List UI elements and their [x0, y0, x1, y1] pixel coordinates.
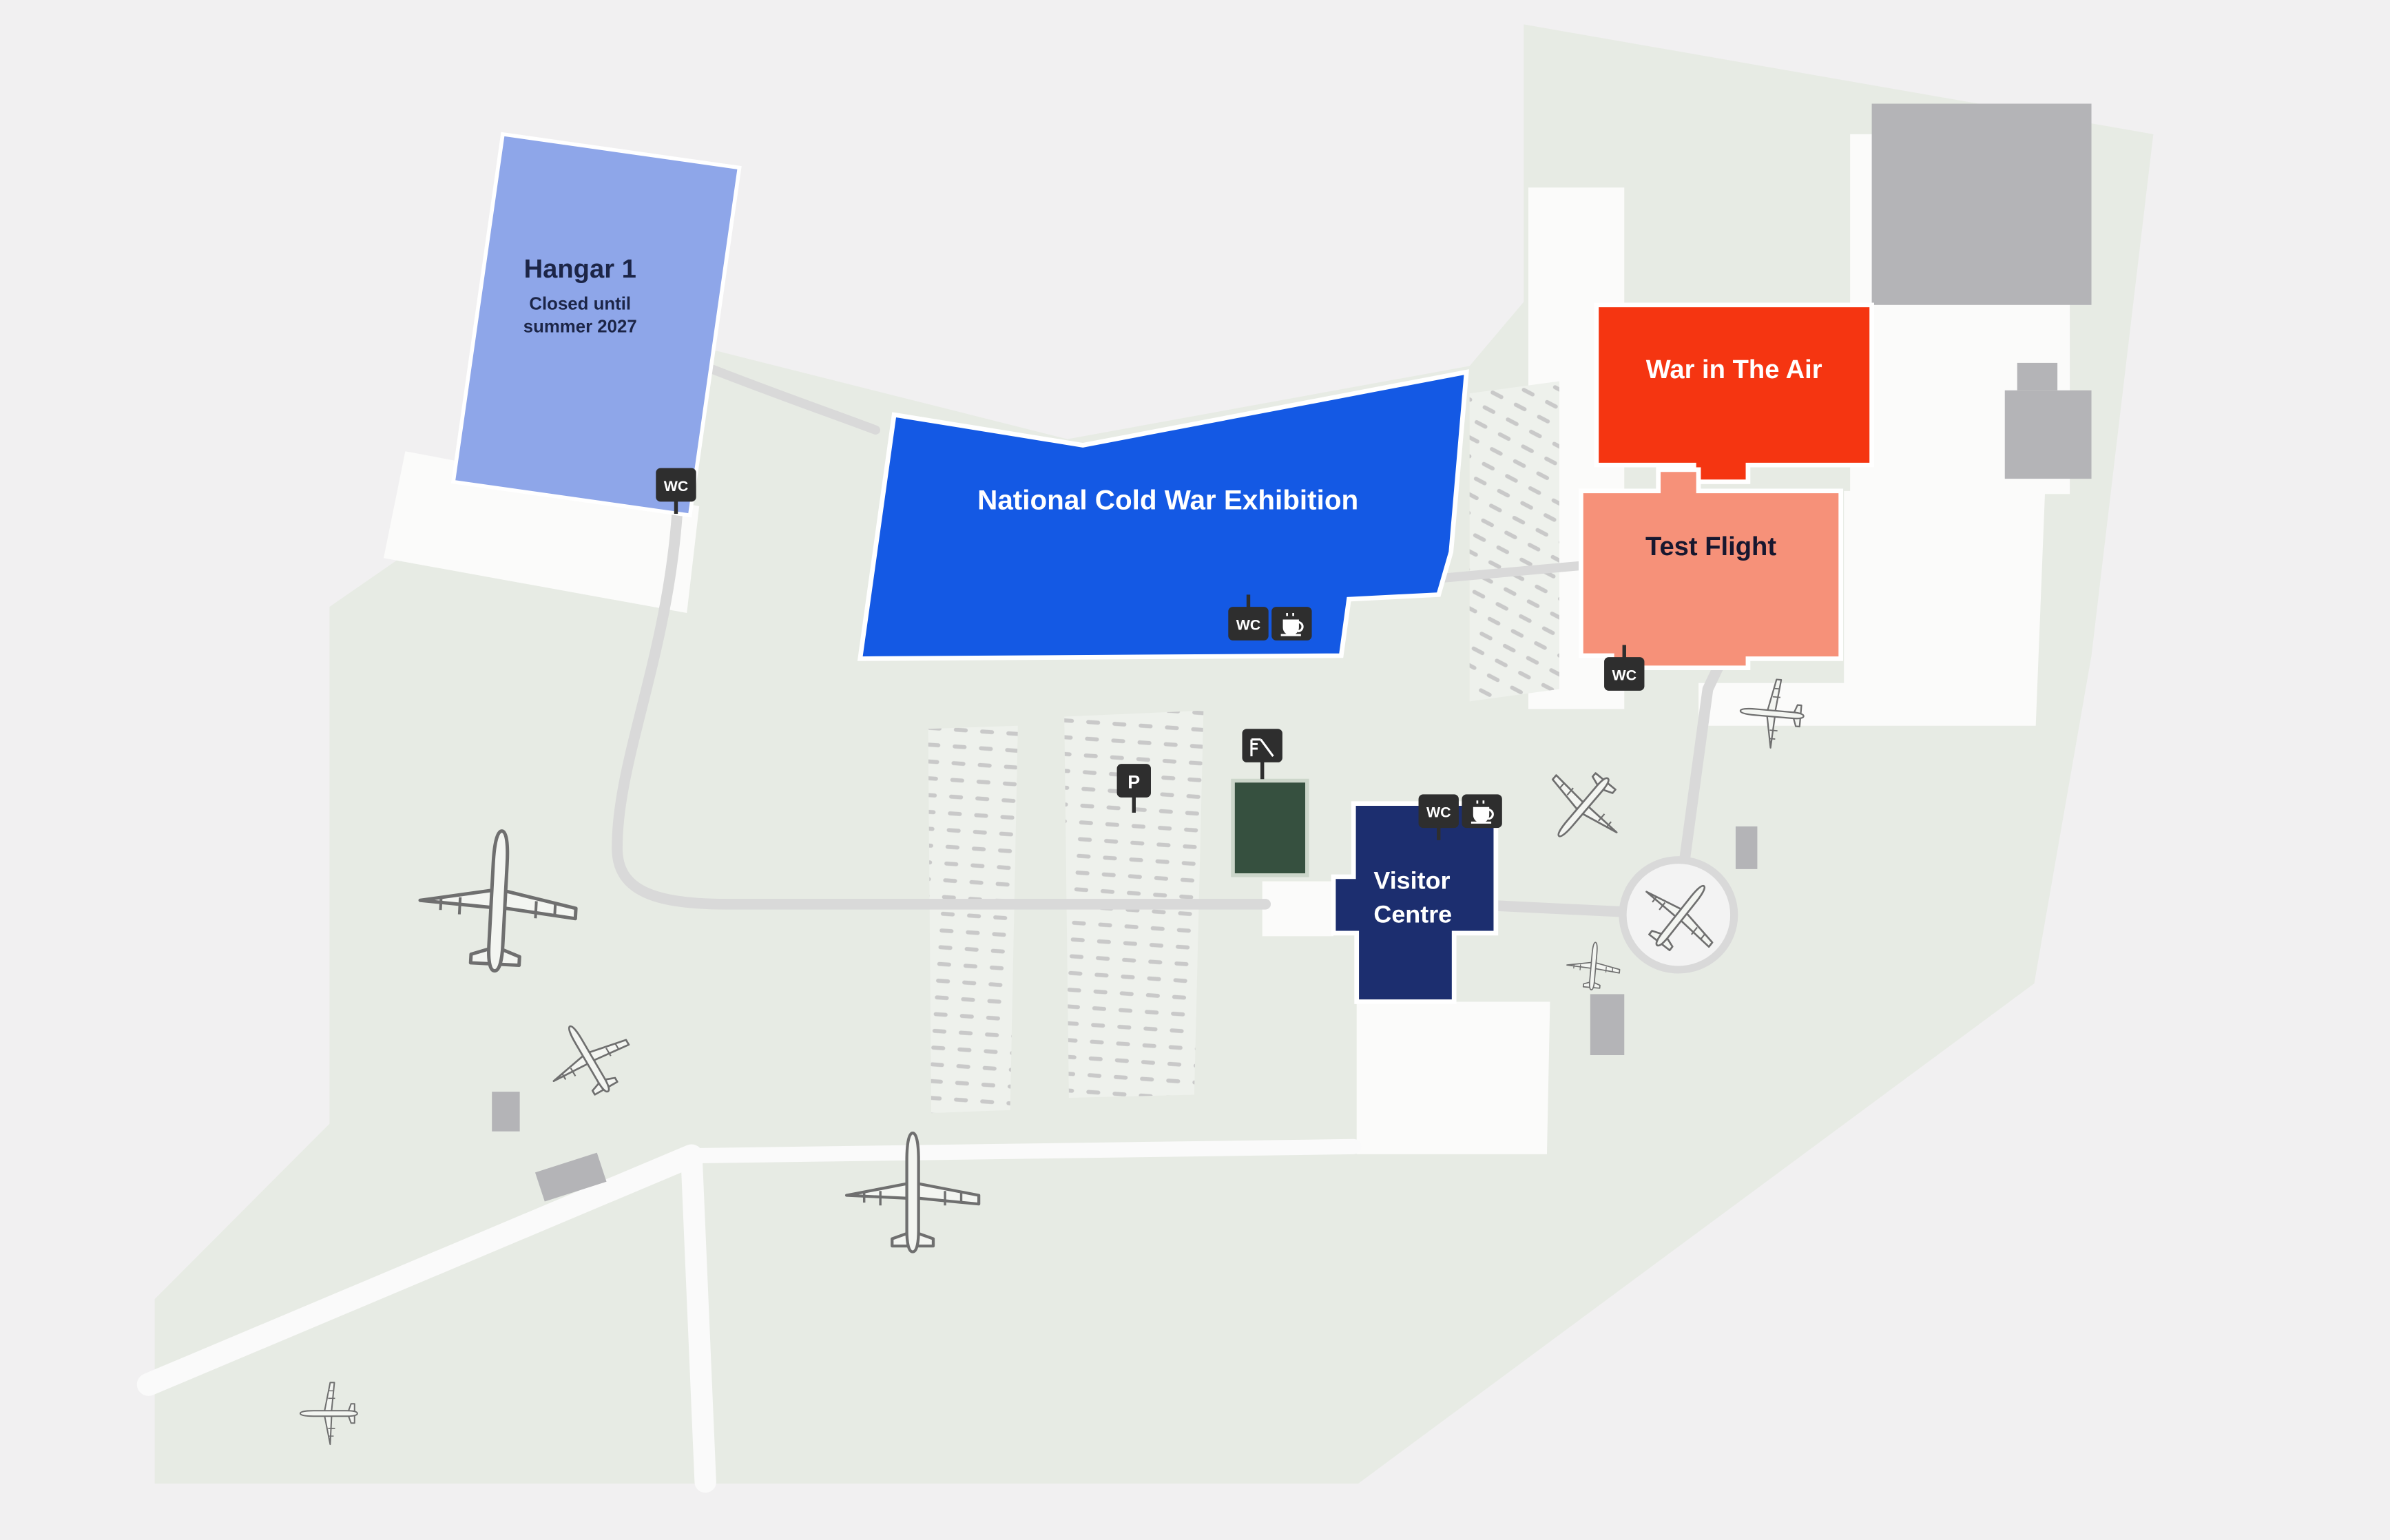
ncwe-label: National Cold War Exhibition	[977, 485, 1358, 516]
visitor-centre-forecourt	[1356, 1001, 1550, 1154]
footpath-hangar-north	[699, 361, 880, 435]
svg-text:WC: WC	[1236, 617, 1261, 633]
playground-icon	[1242, 729, 1282, 780]
gray-building-large	[1871, 103, 2092, 305]
south-road	[680, 1145, 716, 1493]
war-in-the-air-building: War in The Air	[1594, 302, 1874, 484]
gray-building-small	[2004, 390, 2092, 479]
test-flight-building: Test Flight	[1578, 467, 1844, 670]
path-junction-pad	[1262, 881, 1334, 937]
parking-icon: P	[1116, 764, 1151, 813]
svg-text:WC: WC	[664, 479, 689, 495]
ncwe-building: National Cold War Exhibition	[857, 369, 1469, 661]
wc-icon: WC	[1418, 794, 1459, 840]
visitor-centre-label-line2: Centre	[1373, 901, 1452, 928]
svg-text:WC: WC	[1612, 668, 1636, 684]
east-white-area	[1698, 490, 2046, 726]
hangar-1-subtitle-line1: Closed until	[529, 295, 631, 314]
footpath-ncwe-to-test-flight	[1440, 561, 1586, 583]
gray-hut-south-of-roundabout	[1590, 994, 1625, 1055]
footpath-visitor-centre-to-roundabout	[1490, 900, 1628, 917]
car-park-area-west	[928, 725, 1018, 1114]
svg-text:P: P	[1128, 772, 1140, 793]
gray-hut-east	[1735, 826, 1758, 869]
gray-hut-rotated	[534, 1152, 607, 1202]
cafe-icon	[1462, 794, 1502, 829]
south-service-road	[683, 1138, 1362, 1164]
gray-building-tab	[2017, 362, 2058, 391]
play-area-building	[1231, 778, 1309, 877]
cafe-icon	[1271, 607, 1312, 641]
perimeter-road	[136, 1144, 703, 1396]
hangar-1-building: Hangar 1 Closed until summer 2027	[450, 132, 742, 518]
car-park-area-east	[1469, 381, 1559, 702]
hangar-1-subtitle-line2: summer 2027	[523, 318, 637, 337]
wc-icon: WC	[656, 468, 696, 514]
wc-icon: WC	[1228, 594, 1269, 641]
hangar-1-label: Hangar 1	[524, 255, 636, 284]
wc-icon: WC	[1604, 645, 1645, 691]
gray-hut-southwest	[492, 1092, 520, 1132]
test-flight-label: Test Flight	[1645, 532, 1776, 561]
outbuildings	[492, 103, 2092, 1202]
visitor-centre-building: Visitor Centre	[1331, 801, 1499, 1004]
svg-text:WC: WC	[1426, 805, 1451, 821]
footpath-roundabout-to-test-flight	[1679, 660, 1725, 866]
war-in-the-air-label: War in The Air	[1646, 355, 1822, 384]
visitor-centre-label-line1: Visitor	[1373, 867, 1450, 895]
